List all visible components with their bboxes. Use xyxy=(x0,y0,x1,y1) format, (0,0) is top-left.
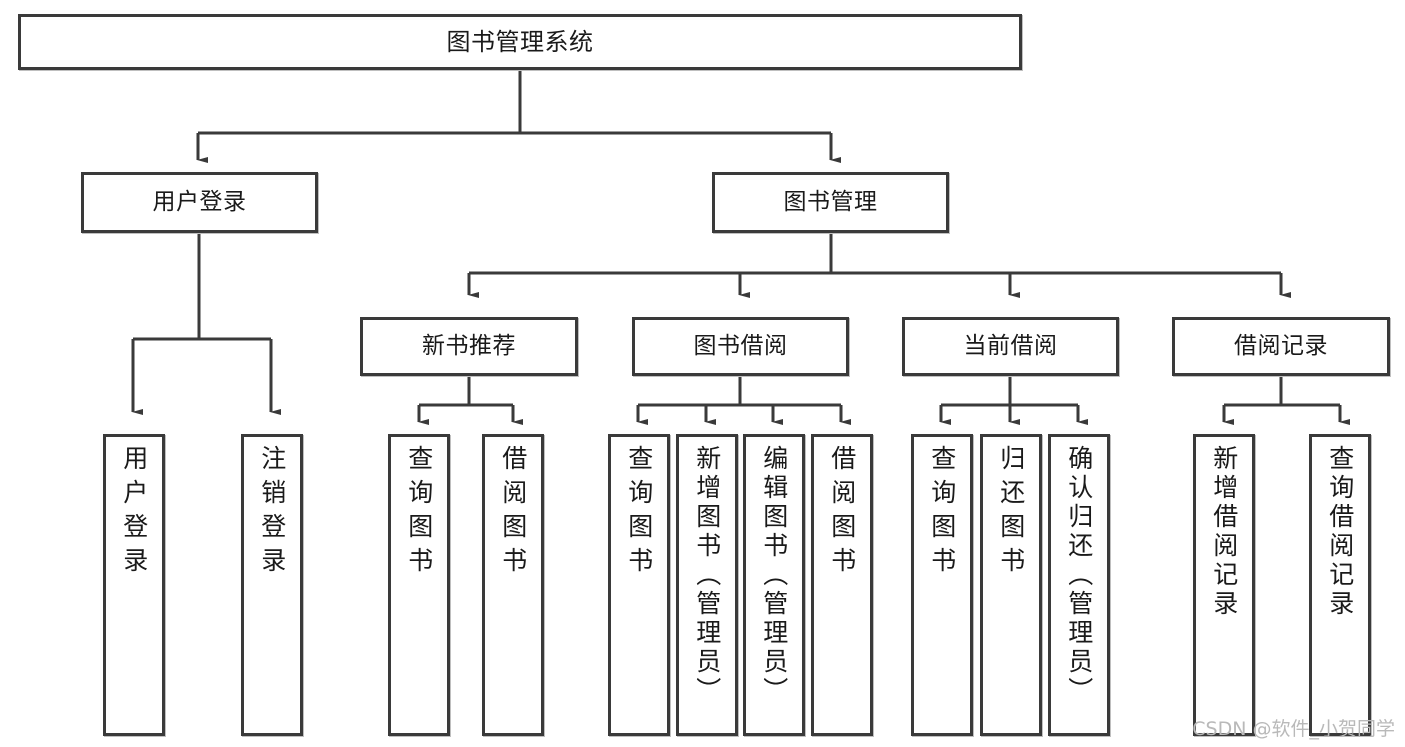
leaf-confirm-return-admin[interactable]: 确认归还（管理员） xyxy=(1048,434,1110,736)
node-label: 图书管理 xyxy=(783,188,878,215)
leaf-label: 确认归还（管理员） xyxy=(1064,445,1094,706)
node-root-book-management-system[interactable]: 图书管理系统 xyxy=(18,14,1022,70)
leaf-label: 新增图书（管理员） xyxy=(692,445,722,706)
node-label: 借阅记录 xyxy=(1234,332,1328,359)
watermark: CSDN @软件_小贺同学 xyxy=(1192,718,1395,740)
leaf-label: 查询图书 xyxy=(624,445,654,581)
leaf-query-book-borrow[interactable]: 查询图书 xyxy=(608,434,670,736)
leaf-label: 新增借阅记录 xyxy=(1209,445,1239,619)
leaf-return-book[interactable]: 归还图书 xyxy=(980,434,1042,736)
leaf-query-book-recommend[interactable]: 查询图书 xyxy=(388,434,450,736)
leaf-label: 用户登录 xyxy=(119,445,149,581)
leaf-edit-book-admin[interactable]: 编辑图书（管理员） xyxy=(743,434,805,736)
leaf-label: 注销登录 xyxy=(257,445,287,581)
leaf-borrow-book-recommend[interactable]: 借阅图书 xyxy=(482,434,544,736)
node-current-borrow[interactable]: 当前借阅 xyxy=(902,317,1119,376)
node-new-book-recommend[interactable]: 新书推荐 xyxy=(360,317,578,376)
leaf-query-borrow-record[interactable]: 查询借阅记录 xyxy=(1309,434,1371,736)
leaf-user-login[interactable]: 用户登录 xyxy=(103,434,165,736)
leaf-label: 归还图书 xyxy=(996,445,1026,581)
leaf-label: 借阅图书 xyxy=(498,445,528,581)
node-label: 新书推荐 xyxy=(422,332,516,359)
node-user-login[interactable]: 用户登录 xyxy=(81,172,318,233)
leaf-label: 查询借阅记录 xyxy=(1325,445,1355,619)
leaf-add-book-admin[interactable]: 新增图书（管理员） xyxy=(676,434,738,736)
node-book-management[interactable]: 图书管理 xyxy=(712,172,949,233)
leaf-borrow-book[interactable]: 借阅图书 xyxy=(811,434,873,736)
node-borrow-record[interactable]: 借阅记录 xyxy=(1172,317,1390,376)
leaf-query-book-current[interactable]: 查询图书 xyxy=(911,434,973,736)
leaf-label: 查询图书 xyxy=(927,445,957,581)
node-label: 当前借阅 xyxy=(963,332,1058,359)
node-label: 图书借阅 xyxy=(693,332,788,359)
node-book-borrow[interactable]: 图书借阅 xyxy=(632,317,849,376)
node-label: 图书管理系统 xyxy=(446,27,594,56)
leaf-logout[interactable]: 注销登录 xyxy=(241,434,303,736)
leaf-label: 借阅图书 xyxy=(827,445,857,581)
node-label: 用户登录 xyxy=(152,188,247,215)
leaf-label: 查询图书 xyxy=(404,445,434,581)
leaf-add-borrow-record[interactable]: 新增借阅记录 xyxy=(1193,434,1255,736)
leaf-label: 编辑图书（管理员） xyxy=(759,445,789,706)
